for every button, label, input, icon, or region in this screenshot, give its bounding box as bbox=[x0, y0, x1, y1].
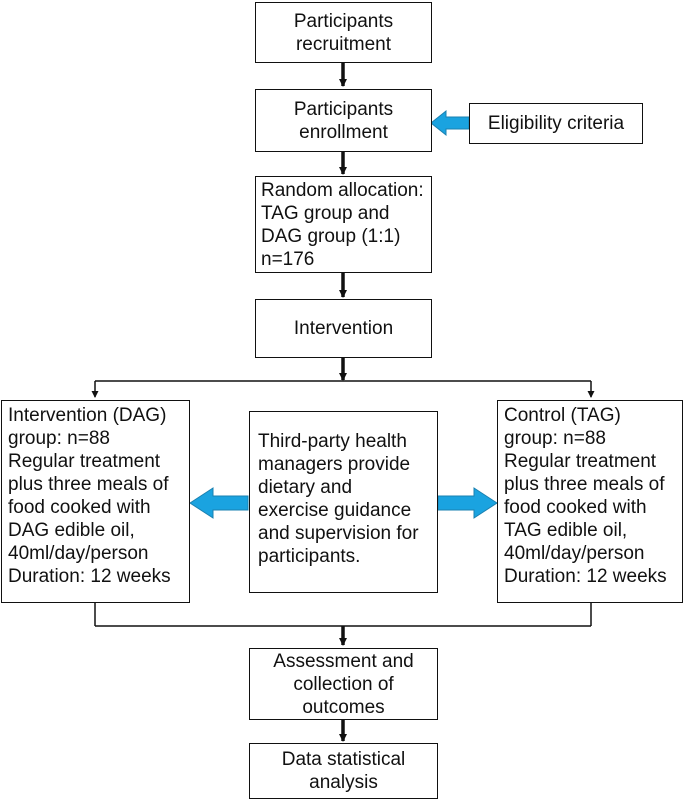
health-managers-line-1: Third-party health bbox=[258, 431, 407, 452]
dag-group-line-6: DAG edible oil, bbox=[8, 520, 135, 541]
allocation-line-4: n=176 bbox=[261, 249, 315, 270]
recruitment-line-1: Participants bbox=[293, 10, 394, 32]
eligibility-box: Eligibility criteria bbox=[469, 103, 643, 144]
analysis-line-2: analysis bbox=[309, 772, 378, 793]
health-managers-line-5: and supervision for bbox=[258, 523, 419, 544]
block-arrow-to-tag bbox=[437, 487, 498, 519]
allocation-line-1: Random allocation: bbox=[261, 180, 424, 201]
eligibility-line-1: Eligibility criteria bbox=[487, 113, 625, 134]
health-managers-line-6: participants. bbox=[258, 546, 361, 567]
analysis-line-1: Data statistical bbox=[281, 749, 406, 770]
assessment-line-3: outcomes bbox=[302, 696, 385, 718]
enrollment-line-2: enrollment bbox=[299, 121, 388, 143]
health-managers-line-2: managers provide bbox=[258, 454, 411, 475]
dag-group-line-8: Duration: 12 weeks bbox=[8, 566, 171, 587]
recruitment-line-2: recruitment bbox=[295, 33, 392, 55]
tag-group-line-8: Duration: 12 weeks bbox=[504, 566, 667, 587]
tag-group-line-3: Regular treatment bbox=[504, 451, 657, 472]
tag-group-line-1: Control (TAG) bbox=[504, 405, 621, 426]
allocation-line-2: TAG group and bbox=[261, 203, 390, 224]
dag-group-line-5: food cooked with bbox=[8, 497, 151, 518]
dag-group-line-3: Regular treatment bbox=[8, 451, 161, 472]
tag-group-line-4: plus three meals of bbox=[504, 474, 665, 495]
block-arrow-to-dag bbox=[189, 487, 249, 519]
dag-group-line-7: 40ml/day/person bbox=[8, 543, 149, 564]
tag-group-line-6: TAG edible oil, bbox=[504, 520, 628, 541]
tag-group-line-5: food cooked with bbox=[504, 497, 647, 518]
dag-group-line-2: group: n=88 bbox=[8, 428, 110, 449]
health-managers-line-4: exercise guidance bbox=[258, 500, 412, 521]
intervention-line-1: Intervention bbox=[293, 318, 394, 339]
tag-group-line-7: 40ml/day/person bbox=[504, 543, 645, 564]
tag-group-line-2: group: n=88 bbox=[504, 428, 606, 449]
health-managers-line-3: dietary and bbox=[258, 477, 353, 498]
dag-group-line-1: Intervention (DAG) bbox=[8, 405, 167, 426]
enrollment-line-1: Participants bbox=[293, 98, 394, 120]
intervention-box: Intervention bbox=[255, 299, 432, 358]
dag-group-line-4: plus three meals of bbox=[8, 474, 169, 495]
assessment-line-1: Assessment and bbox=[273, 650, 414, 672]
assessment-line-2: collection of bbox=[293, 673, 394, 695]
allocation-line-3: DAG group (1:1) bbox=[261, 226, 401, 247]
block-arrow-eligibility bbox=[430, 109, 470, 137]
